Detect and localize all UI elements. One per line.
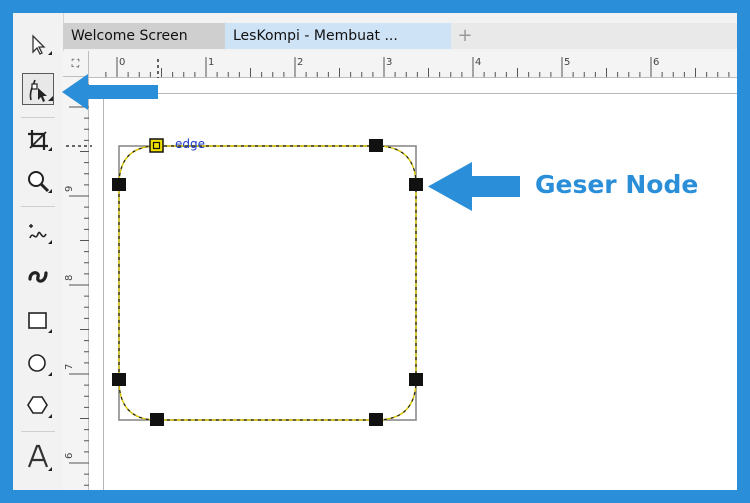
callout-text: Geser Node — [535, 170, 699, 199]
pick-tool-icon — [32, 34, 52, 55]
ruler-h-label: 0 — [119, 57, 125, 68]
tab-welcome-screen[interactable]: Welcome Screen — [63, 23, 225, 49]
horizontal-ruler[interactable]: 01234567 — [89, 51, 737, 78]
ruler-origin-icon[interactable]: ⛶ — [63, 51, 89, 77]
artistic-media-button[interactable] — [22, 259, 54, 291]
pick-tool-button[interactable] — [22, 29, 54, 61]
ellipse-tool-icon — [28, 354, 52, 376]
ruler-h-label: 1 — [208, 57, 214, 68]
tab-document-active[interactable]: LesKompi - Membuat ... — [225, 23, 451, 49]
shape-tool-button[interactable] — [22, 73, 54, 105]
ruler-h-label: 4 — [475, 57, 481, 68]
polygon-tool-button[interactable] — [22, 390, 54, 422]
crop-tool-button[interactable] — [22, 124, 54, 156]
crop-tool-icon — [28, 130, 52, 151]
add-tab-button[interactable]: + — [457, 25, 473, 46]
ruler-h-label: 6 — [653, 57, 659, 68]
text-tool-button[interactable] — [22, 441, 54, 473]
node-hint-label: edge — [175, 137, 205, 151]
ruler-v-label: 8 — [64, 275, 75, 281]
document-tab-bar: Welcome Screen LesKompi - Membuat ... + — [63, 23, 737, 49]
vertical-ruler[interactable]: 9 8 7 6 — [63, 77, 89, 490]
ruler-h-label: 5 — [564, 57, 570, 68]
artistic-media-icon — [28, 271, 48, 283]
ruler-h-label: 2 — [297, 57, 303, 68]
rectangle-tool-icon — [28, 312, 52, 333]
ruler-v-label: 7 — [64, 364, 75, 370]
rectangle-tool-button[interactable] — [22, 305, 54, 337]
shape-tool-icon — [29, 79, 53, 102]
freehand-tool-icon — [29, 224, 52, 244]
ruler-v-label: 6 — [64, 453, 75, 459]
zoom-tool-button[interactable] — [22, 165, 54, 197]
toolbox — [13, 13, 64, 490]
ruler-h-label: 3 — [386, 57, 392, 68]
ruler-v-label: 9 — [64, 186, 75, 192]
freehand-tool-button[interactable] — [22, 216, 54, 248]
ellipse-tool-button[interactable] — [22, 348, 54, 380]
polygon-tool-icon — [27, 396, 52, 418]
app-window: Welcome Screen LesKompi - Membuat ... + … — [13, 13, 737, 490]
page-border — [103, 93, 737, 490]
text-tool-icon — [27, 444, 52, 471]
zoom-tool-icon — [28, 171, 52, 193]
